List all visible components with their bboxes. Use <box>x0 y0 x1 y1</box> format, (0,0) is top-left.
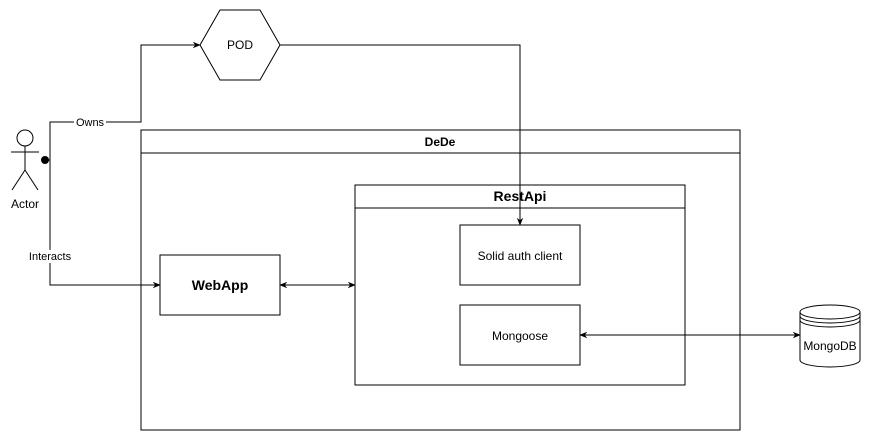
webapp-box: WebApp <box>159 254 281 316</box>
interacts-label: Interacts <box>29 251 72 263</box>
owns-edge: Owns <box>41 41 201 164</box>
mongoose-label: Mongoose <box>492 329 548 343</box>
solid-auth-client-label: Solid auth client <box>478 249 563 263</box>
mongoose-box: Mongoose <box>459 304 581 366</box>
pod-label: POD <box>227 38 253 52</box>
mongodb-label: MongoDB <box>803 339 856 353</box>
pod-hexagon: POD <box>199 9 281 81</box>
solid-auth-client-box: Solid auth client <box>459 224 581 286</box>
actor-label: Actor <box>11 197 39 211</box>
pod-to-solid-auth-edge <box>280 44 524 226</box>
owns-label: Owns <box>76 117 105 129</box>
mongodb-cylinder: MongoDB <box>799 304 861 368</box>
interacts-edge: Interacts <box>26 160 161 289</box>
dede-title: DeDe <box>425 135 456 149</box>
webapp-label: WebApp <box>192 277 249 293</box>
actor-figure <box>11 129 39 191</box>
